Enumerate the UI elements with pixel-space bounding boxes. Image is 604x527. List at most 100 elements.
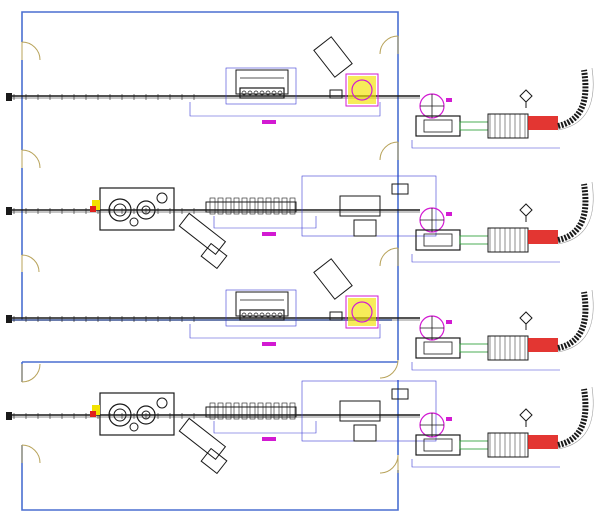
mid-equipment-cell	[265, 402, 272, 420]
door-swing-2	[21, 149, 41, 169]
mid-equipment-cell	[289, 197, 296, 215]
gear-small	[156, 192, 168, 204]
dimension-frame	[301, 175, 437, 237]
takeup-dimension-line	[411, 362, 560, 371]
mid-equipment-cell	[257, 197, 264, 215]
rail-end-cap	[6, 315, 12, 323]
gearbox-yellow-tag	[92, 200, 100, 210]
roller	[247, 312, 253, 318]
rail-end-cap	[6, 93, 12, 101]
roller	[241, 90, 247, 96]
takeup-unit	[415, 115, 461, 137]
gear-large-hub	[113, 408, 127, 422]
gear-large	[108, 403, 132, 427]
gear-tiny	[129, 217, 139, 227]
production-lines	[6, 36, 594, 475]
roller	[253, 90, 259, 96]
control-box	[391, 388, 409, 400]
mid-equipment-cell	[233, 197, 240, 215]
winder-cabinet	[487, 113, 529, 139]
pulley-marker	[446, 320, 452, 324]
cable-chute	[557, 388, 589, 448]
door-swing-6	[379, 35, 399, 55]
frame-base	[239, 87, 285, 99]
control-unit	[339, 400, 381, 422]
takeup-unit-inner	[423, 119, 453, 133]
tilted-cabinet	[313, 36, 353, 78]
highlight-circle	[351, 301, 373, 323]
takeup-dimension-line	[411, 459, 560, 468]
dimension-frame	[301, 380, 437, 442]
mid-equipment-cell	[249, 402, 256, 420]
mid-equipment	[205, 406, 297, 418]
production-line-3	[6, 258, 594, 371]
takeup-unit-inner	[423, 438, 453, 452]
door-swing-5	[21, 444, 41, 464]
red-spool-block	[528, 338, 558, 352]
production-line-1	[6, 36, 594, 149]
takeup-dimension-line	[411, 254, 560, 263]
takeup-unit	[415, 229, 461, 251]
small-unit	[329, 311, 343, 321]
cable-chute-edge	[557, 67, 594, 131]
operator-mark	[519, 89, 533, 103]
roller	[259, 312, 265, 318]
dimension-box	[225, 289, 297, 327]
red-spool-block	[528, 435, 558, 449]
dimension-line	[189, 102, 381, 117]
gear-small	[156, 397, 168, 409]
highlight-frame	[345, 295, 379, 329]
mid-equipment-cell	[225, 197, 232, 215]
tilted-arm-head	[200, 242, 228, 270]
door-swing-3	[21, 254, 40, 273]
takeup-unit	[415, 434, 461, 456]
takeup-unit-inner	[423, 341, 453, 355]
mid-equipment-cell	[241, 197, 248, 215]
doors	[21, 35, 399, 474]
control-unit-lower	[353, 219, 377, 237]
red-spool-block	[528, 116, 558, 130]
gear-medium	[136, 405, 156, 425]
green-conveyor	[459, 343, 489, 353]
tilted-arm-head	[200, 447, 228, 475]
mid-equipment-cell	[241, 402, 248, 420]
control-box	[391, 183, 409, 195]
highlight-box	[348, 298, 376, 326]
cable-chute-edge	[557, 289, 594, 353]
roller	[247, 90, 253, 96]
roller	[241, 312, 247, 318]
green-conveyor	[459, 121, 489, 131]
frame-machine	[235, 69, 289, 95]
control-unit-lower	[353, 424, 377, 442]
roller	[259, 90, 265, 96]
gearbox-red-tag	[90, 206, 96, 212]
mid-equipment-cell	[249, 197, 256, 215]
mid-equipment-cell	[209, 402, 216, 420]
roller	[271, 90, 277, 96]
dimension-box	[225, 67, 297, 105]
pulley-marker	[446, 212, 452, 216]
door-swing-10	[379, 454, 399, 474]
tilted-arm	[178, 212, 227, 256]
mid-equipment-cell	[217, 197, 224, 215]
door-swing-1	[21, 41, 41, 61]
gear-medium	[136, 200, 156, 220]
upper-room-wall	[21, 11, 399, 360]
tilted-cabinet	[313, 258, 353, 300]
mid-equipment-cell	[281, 197, 288, 215]
dimension-label-marker	[262, 437, 276, 441]
frame-base	[239, 309, 285, 321]
gear-tiny	[129, 422, 139, 432]
dimension-label-marker	[262, 232, 276, 236]
operator-mark	[519, 311, 533, 325]
mid-equipment-cell	[289, 402, 296, 420]
mid-equipment-cell	[233, 402, 240, 420]
mid-equipment-cell	[273, 402, 280, 420]
mid-equipment-cell	[209, 197, 216, 215]
dimension-label-marker	[262, 342, 276, 346]
building-walls	[12, 11, 399, 511]
gear-large	[108, 198, 132, 222]
takeup-unit-inner	[423, 233, 453, 247]
lower-room-bottom-wall	[21, 445, 399, 511]
gear-medium-hub	[141, 410, 151, 420]
